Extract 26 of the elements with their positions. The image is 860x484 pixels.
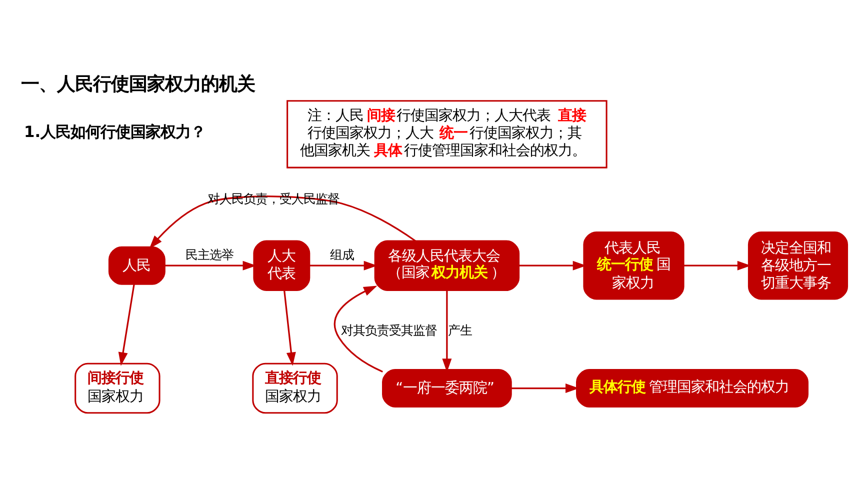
edge-label: 民主选举 xyxy=(185,248,234,262)
edge-label: 组成 xyxy=(330,248,354,262)
edge-label: 对其负责受其监督 xyxy=(340,322,437,337)
arrow xyxy=(511,383,580,392)
arrow xyxy=(684,260,751,270)
diagram-title: 一、人民行使国家权力的机关 xyxy=(20,73,255,94)
node-box: 代表人民统一行使国家权力 xyxy=(583,230,684,300)
node-box: 决定全国和各级地方一切重大事务 xyxy=(748,230,848,300)
node-box: 人大代表 xyxy=(253,240,310,290)
node-box: “一府一委两院” xyxy=(382,368,512,407)
node-box: 人民 xyxy=(108,246,166,284)
node-box: 具体行使管理国家和社会的权力 xyxy=(576,368,808,407)
node-box: 各级人民代表大会（国家权力机关） xyxy=(374,240,520,290)
arrow xyxy=(518,260,586,270)
edge-label: 产生 xyxy=(448,322,472,337)
arrow xyxy=(442,290,452,372)
arrow xyxy=(118,284,135,366)
arrow xyxy=(149,195,416,248)
arrow xyxy=(284,290,296,366)
node-box: 注：人民间接行使国家权力；人大代表直接行使国家权力；人大统一行使国家权力；其他国家机关具体行使管理国家和社会的权力。 xyxy=(286,100,608,168)
arrow xyxy=(310,260,378,270)
label: 1.人民如何行使国家权力？ xyxy=(24,122,206,140)
arrow xyxy=(334,285,383,372)
node-box: 间接行使 国家权力 xyxy=(74,362,160,414)
arrow xyxy=(164,260,256,270)
node-box: 直接行使 国家权力 xyxy=(252,362,338,414)
